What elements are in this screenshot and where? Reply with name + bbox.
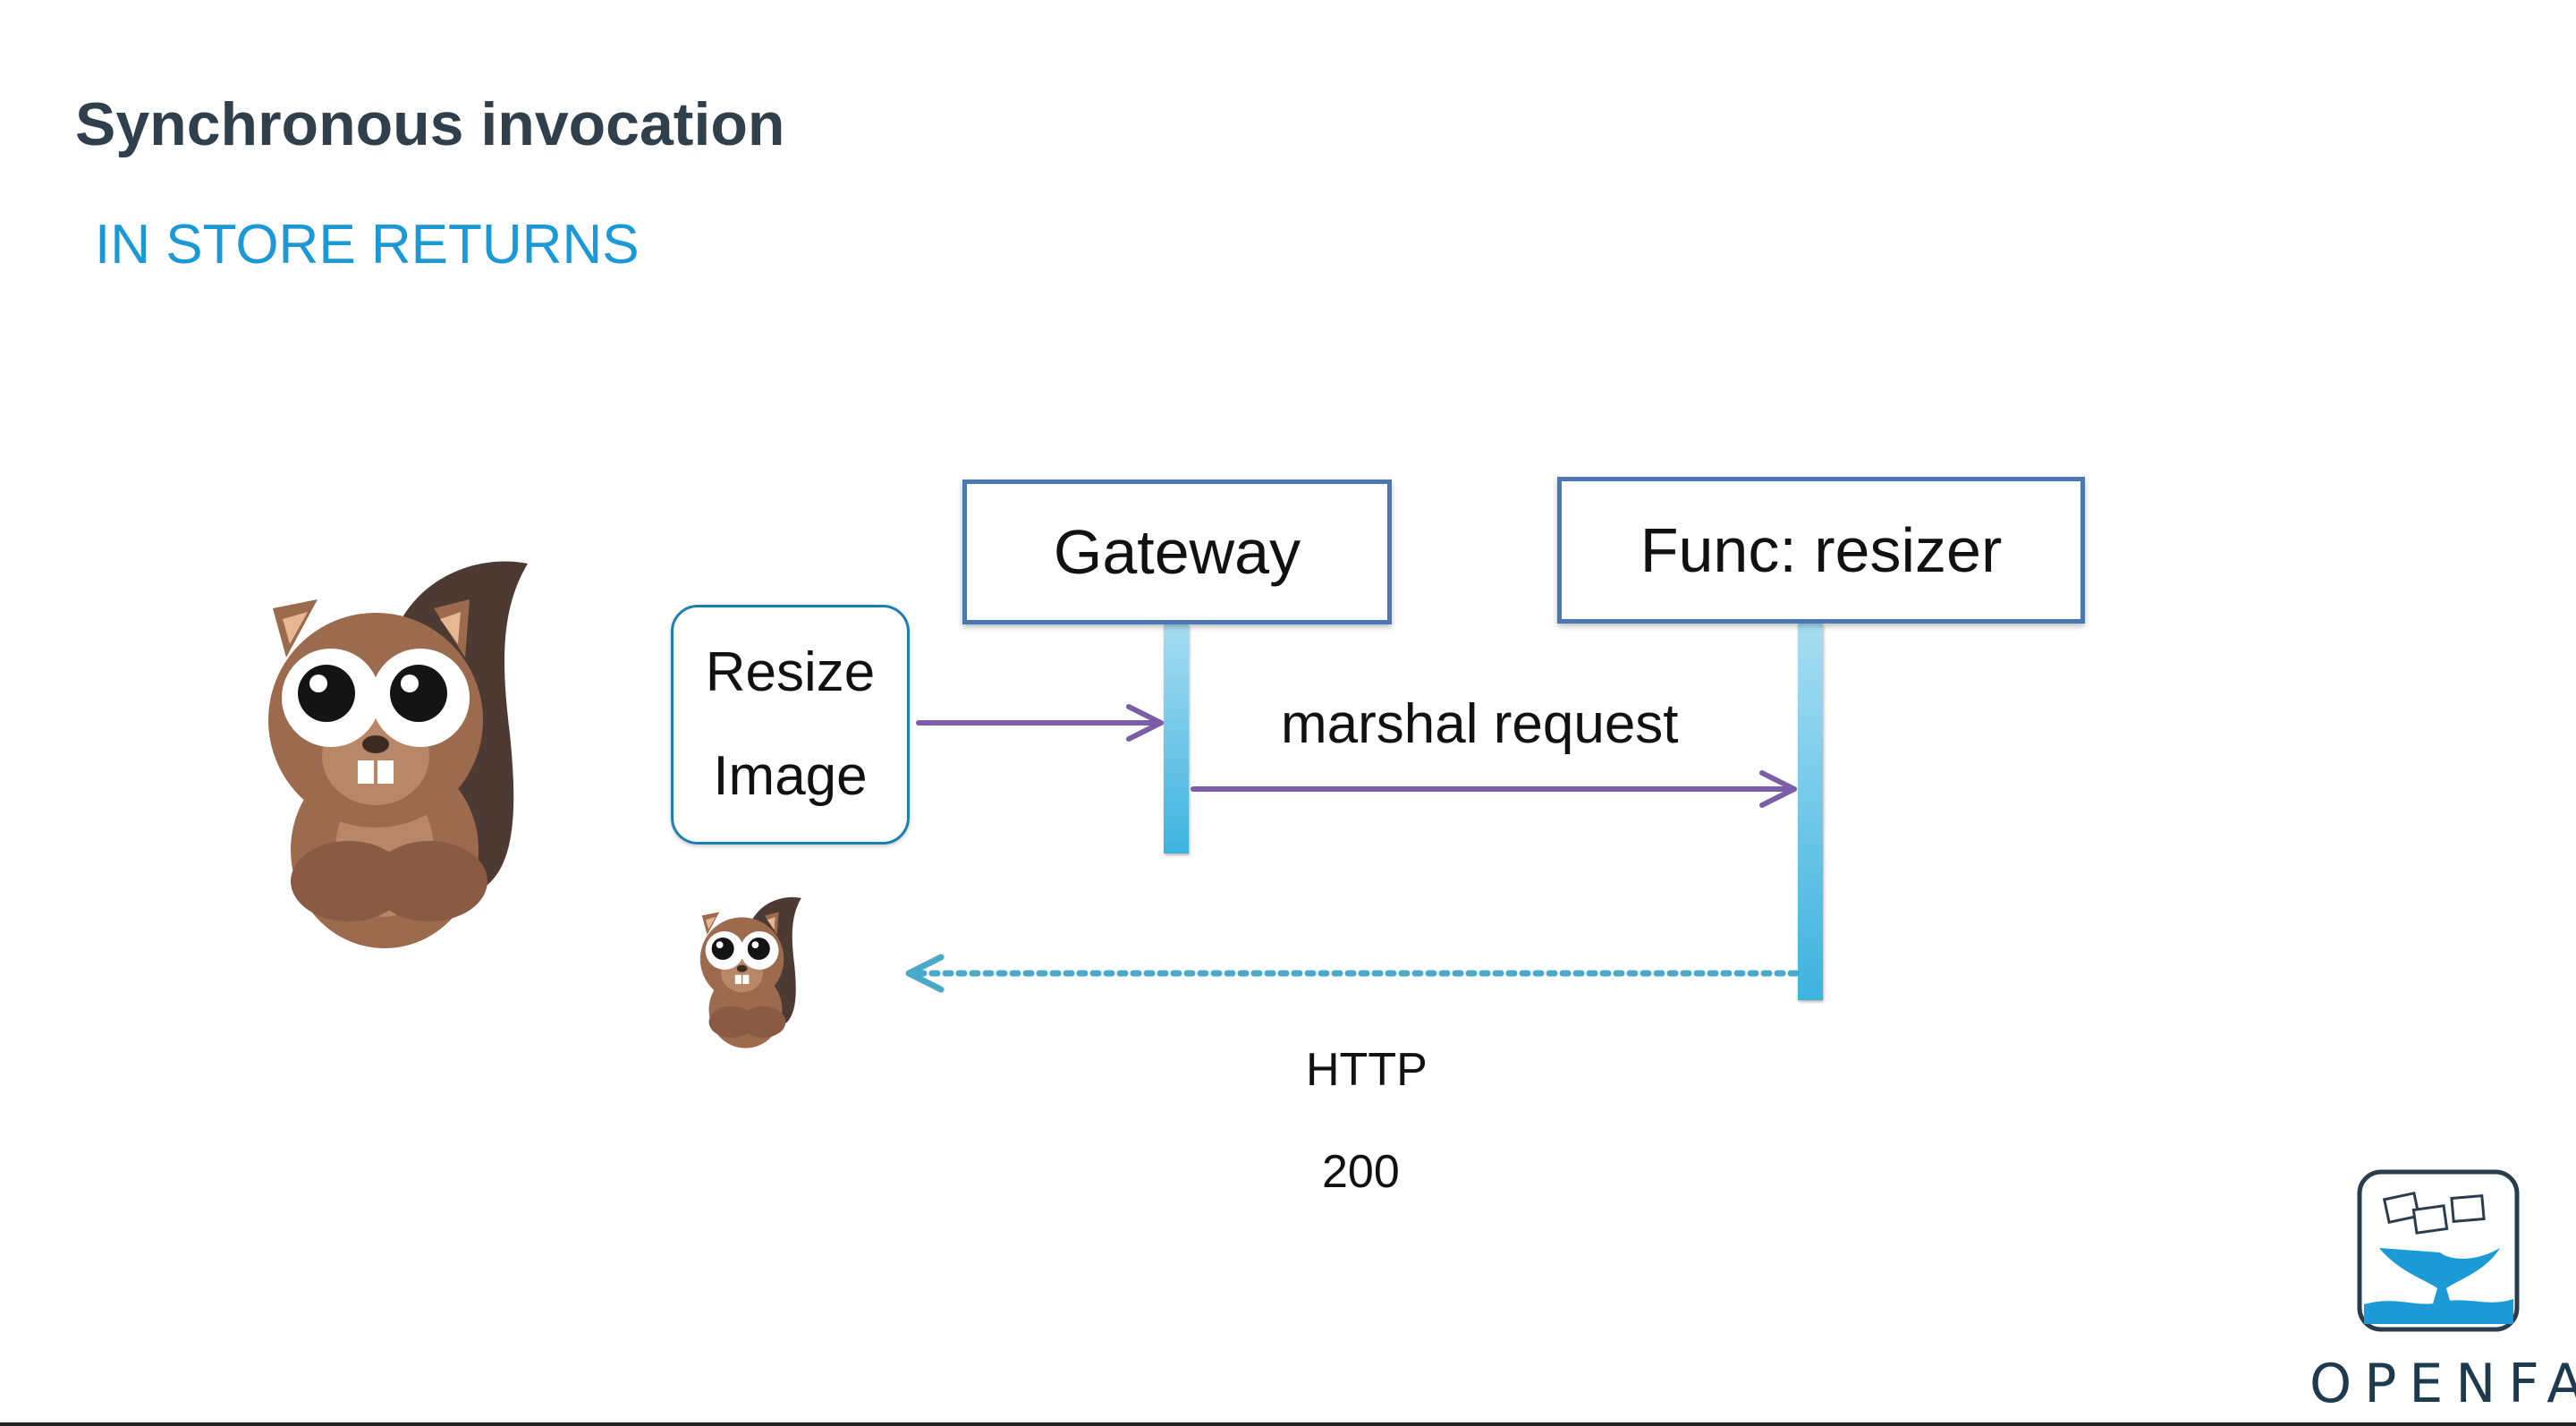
function-lifeline: [1798, 624, 1823, 1000]
response-arrow: [905, 954, 1800, 993]
resize-image-box: Resize Image: [671, 605, 910, 845]
bottom-rule: [0, 1422, 2576, 1426]
slide-title: Synchronous invocation: [75, 90, 785, 158]
status-code-label: 200: [1322, 1146, 1400, 1198]
http-label: HTTP: [1306, 1044, 1428, 1096]
gateway-box: Gateway: [962, 480, 1392, 624]
gateway-lifeline: [1164, 624, 1189, 853]
resize-image-label-line2: Image: [713, 745, 868, 807]
openfaas-logo-text: OPENFAAS: [2309, 1353, 2576, 1415]
slide-subtitle: IN STORE RETURNS: [95, 214, 640, 276]
marshal-request-arrow: [1191, 770, 1797, 808]
function-box: Func: resizer: [1557, 477, 2085, 624]
resize-image-label-line1: Resize: [705, 641, 876, 703]
marshal-request-label: marshal request: [1281, 693, 1679, 755]
request-arrow: [916, 704, 1164, 742]
